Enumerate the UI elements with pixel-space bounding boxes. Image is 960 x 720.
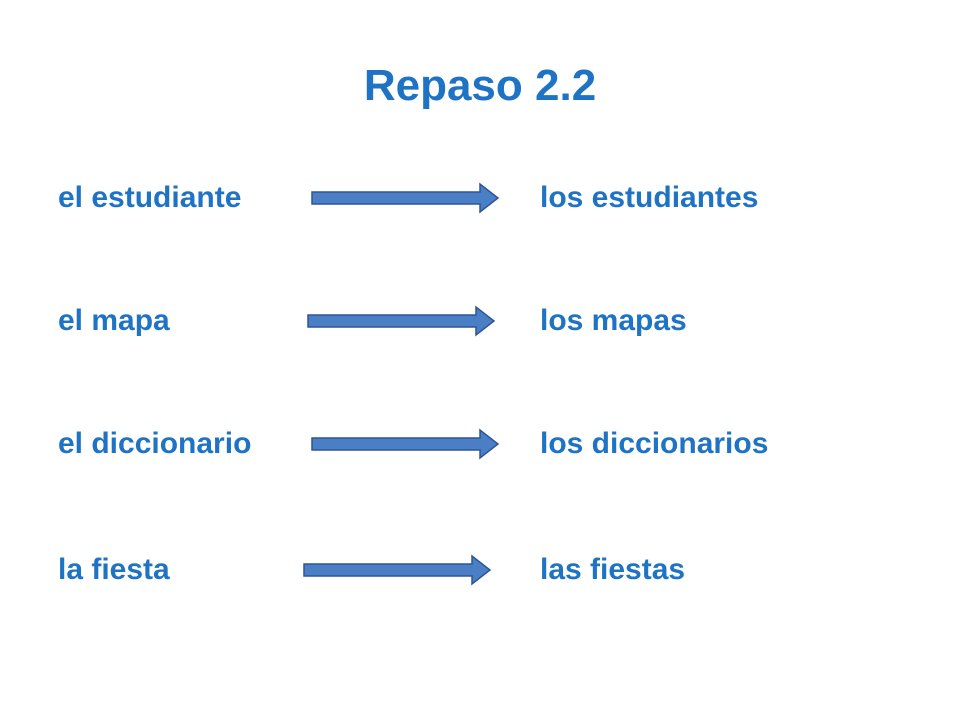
slide-title: Repaso 2.2 — [363, 61, 597, 110]
plural-word: los diccionarios — [540, 427, 769, 460]
right-arrow-icon — [303, 554, 492, 586]
right-arrow-icon — [307, 305, 496, 337]
right-arrow-icon — [311, 428, 500, 460]
right-arrow-icon — [311, 182, 500, 214]
singular-word: el estudiante — [58, 181, 242, 214]
singular-word: el diccionario — [58, 427, 252, 460]
plural-word: los estudiantes — [540, 181, 759, 214]
pair-row-4: la fiesta las fiestas — [0, 552, 960, 612]
plural-word: las fiestas — [540, 553, 686, 586]
plural-word: los mapas — [540, 304, 687, 337]
pair-row-3: el diccionario los diccionarios — [0, 426, 960, 486]
pair-row-1: el estudiante los estudiantes — [0, 180, 960, 240]
singular-word: el mapa — [58, 304, 170, 337]
singular-word: la fiesta — [58, 553, 170, 586]
pair-row-2: el mapa los mapas — [0, 303, 960, 363]
